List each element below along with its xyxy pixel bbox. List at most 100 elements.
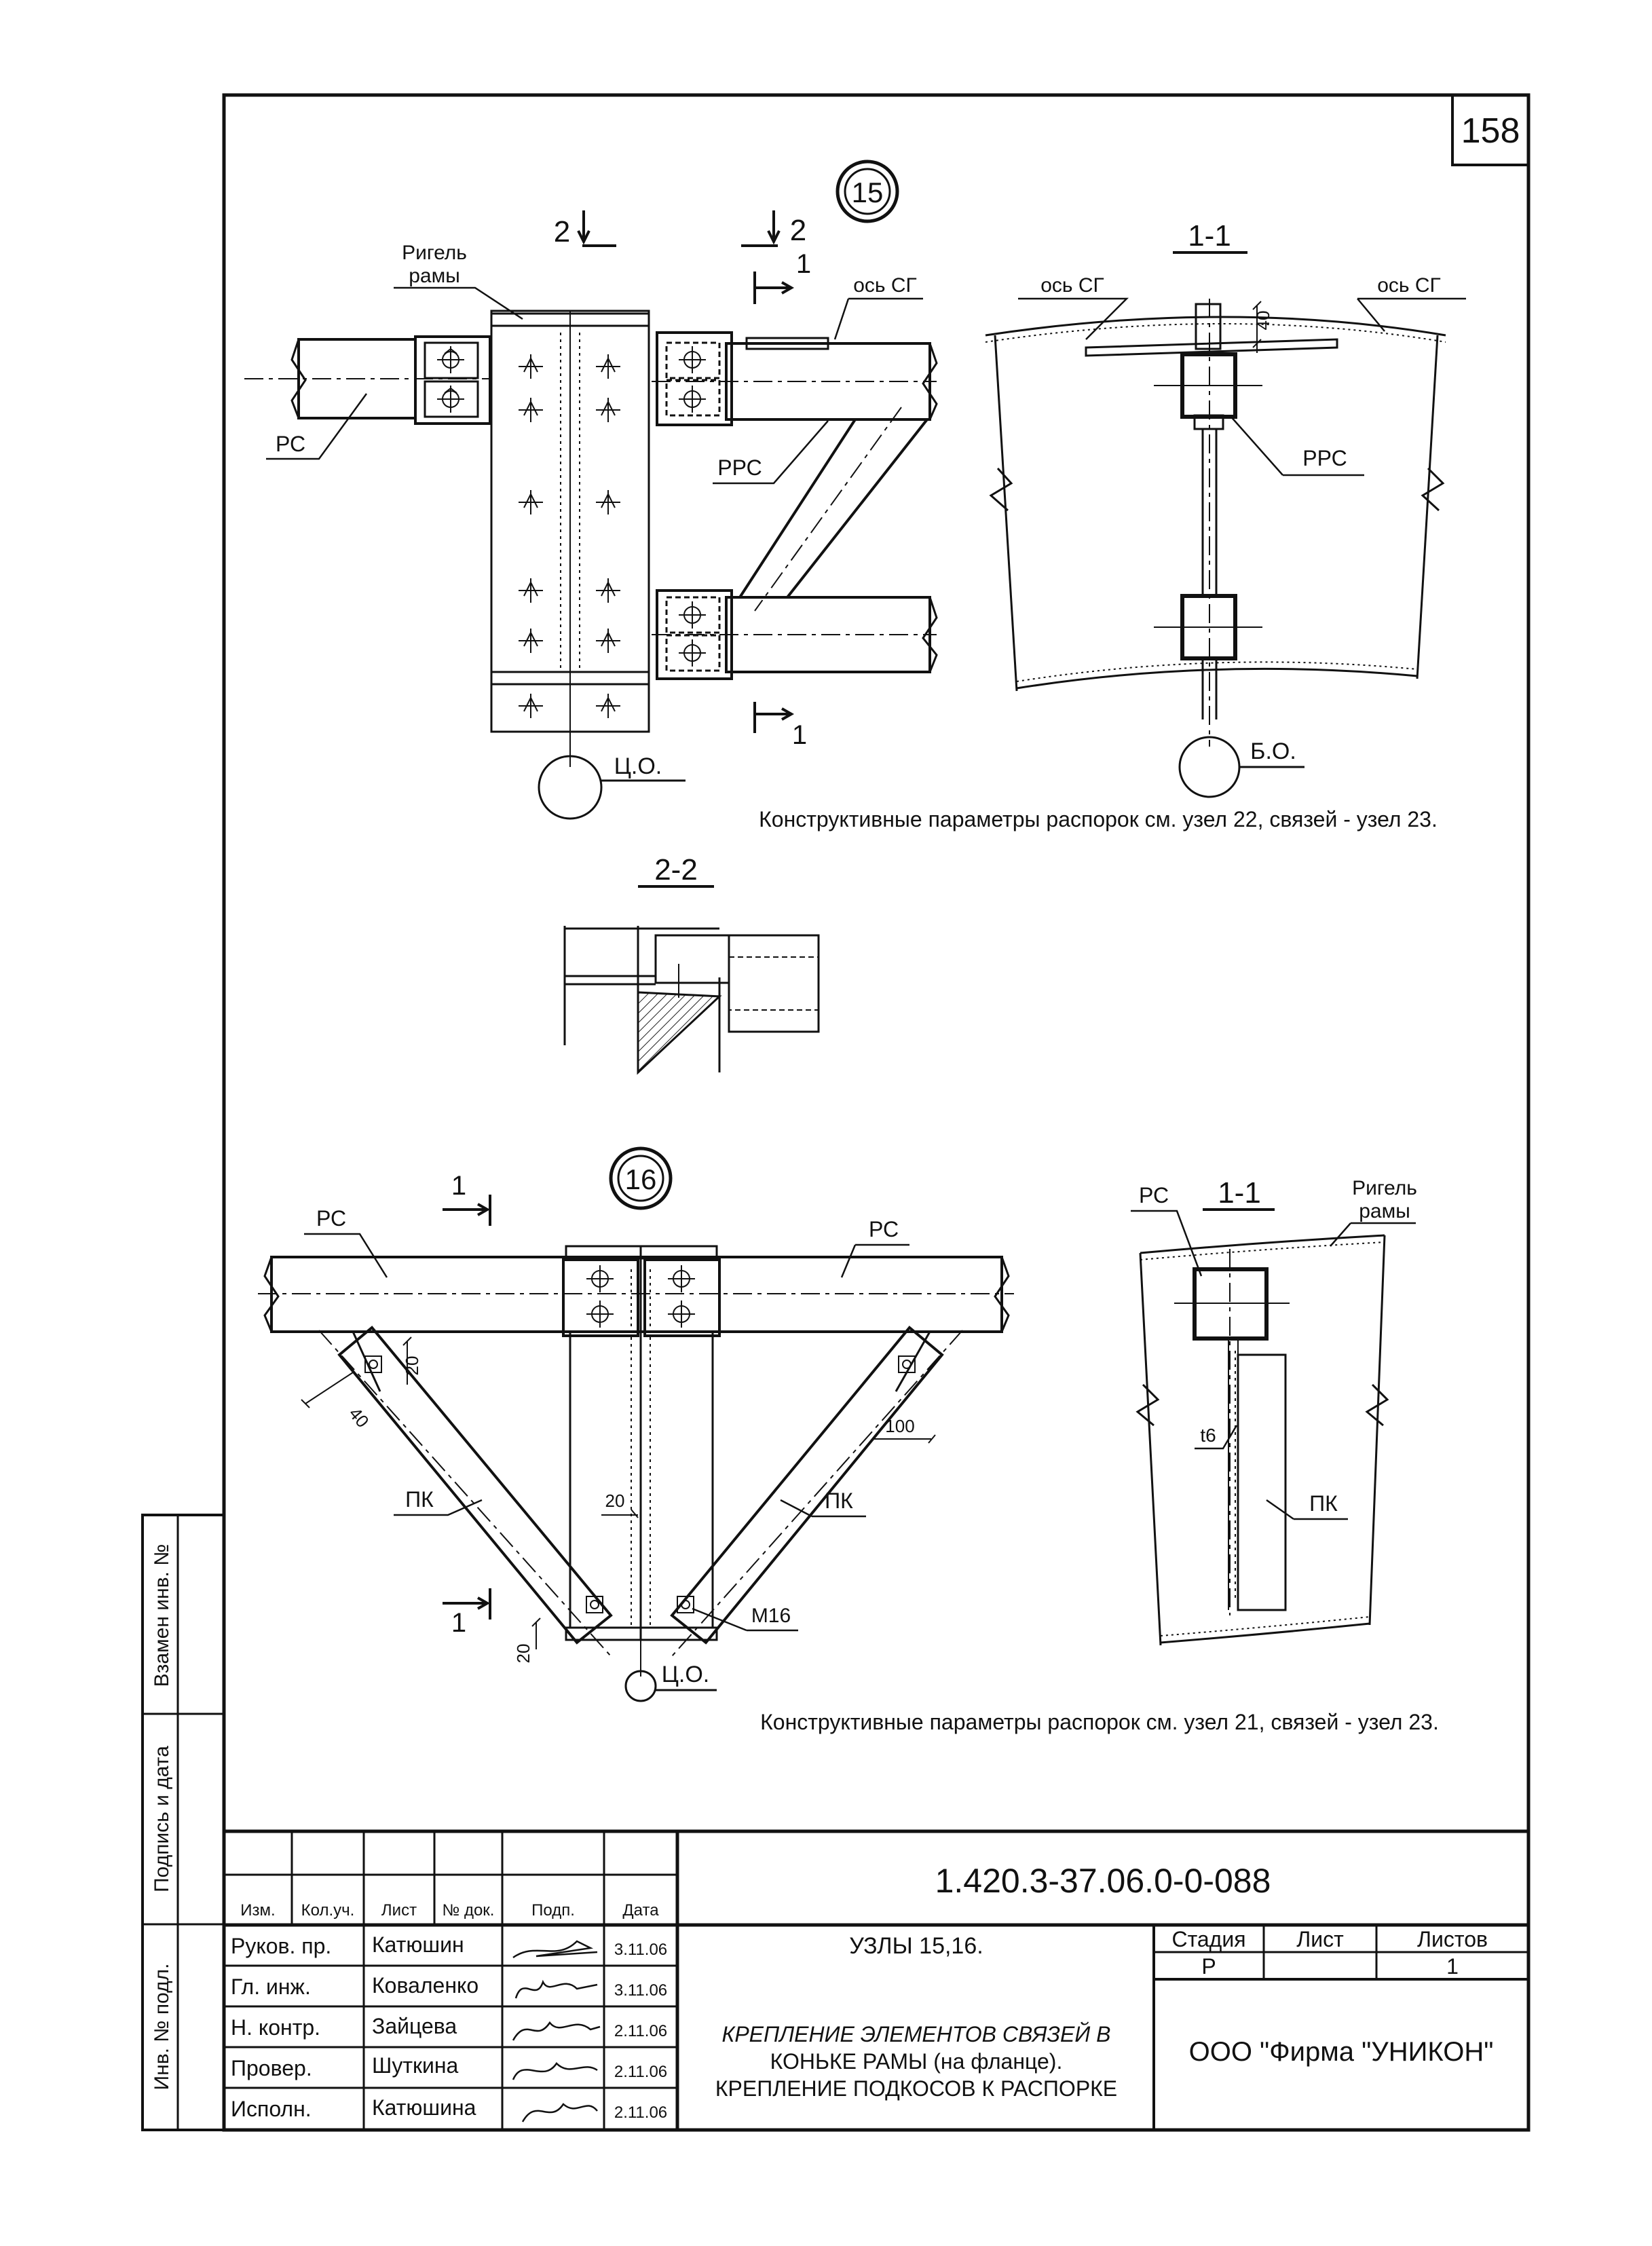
- row3-date: 2.11.06: [614, 2022, 667, 2040]
- row2-role: Гл. инж.: [231, 1974, 311, 1999]
- section11b-label-rs: РС: [1139, 1183, 1169, 1208]
- side-stamp-zamen: Взамен инв. №: [151, 1544, 173, 1687]
- node16-section1-top: 1: [451, 1171, 466, 1201]
- section11a-label-rrs: РРС: [1302, 446, 1347, 470]
- sheet-number: 158: [1461, 111, 1520, 151]
- node15-section1-top: 1: [796, 249, 811, 279]
- row1-name: Катюшин: [372, 1932, 464, 1957]
- node16-dim-100: 100: [885, 1416, 914, 1436]
- node15-label-os-sg: ось СГ: [853, 274, 917, 297]
- row4-date: 2.11.06: [614, 2063, 667, 2081]
- col-ndok: № док.: [443, 1901, 495, 1920]
- company-name: ООО "Фирма "УНИКОН": [1189, 2037, 1494, 2067]
- col-list: Лист: [381, 1901, 417, 1920]
- node15-label-co: Ц.О.: [614, 753, 662, 779]
- node15-section2-right: 2: [790, 214, 806, 247]
- node16-dim-20b: 20: [605, 1491, 625, 1511]
- node16-section1-bottom: 1: [451, 1608, 466, 1638]
- node16-label-rs-right: РС: [869, 1217, 899, 1241]
- node15-badge: [836, 160, 899, 223]
- section11a-label-bo: Б.О.: [1250, 738, 1296, 764]
- section22-annotations: 2-2: [638, 853, 714, 888]
- title-block: [224, 1829, 1528, 2130]
- stadia-label: Стадия: [1171, 1927, 1245, 1951]
- section11a-title: 1-1: [1188, 219, 1231, 252]
- section11a-os-sg-left: ось СГ: [1040, 274, 1104, 297]
- sheet-number-box: 158: [1451, 95, 1528, 166]
- node16-note: Конструктивные параметры распорок см. уз…: [760, 1710, 1439, 1734]
- node16-label-m16: М16: [751, 1605, 791, 1627]
- section11b-title: 1-1: [1218, 1176, 1261, 1210]
- node15-section2-left: 2: [554, 215, 570, 248]
- row1-date: 3.11.06: [614, 1941, 667, 1959]
- section11b-label-rigel-1: Ригель: [1352, 1177, 1417, 1199]
- row2-name: Коваленко: [372, 1973, 478, 1998]
- row4-role: Провер.: [231, 2056, 312, 2080]
- row3-name: Зайцева: [372, 2014, 457, 2038]
- node16-number: 16: [625, 1163, 657, 1195]
- col-kolu: Кол.уч.: [301, 1901, 355, 1920]
- section11b-label-pk: ПК: [1309, 1491, 1338, 1516]
- node15-label-rrs: РРС: [717, 455, 762, 480]
- title-line2: КРЕПЛЕНИЕ ЭЛЕМЕНТОВ СВЯЗЕЙ В: [721, 2022, 1110, 2046]
- node15-plan: [244, 310, 938, 820]
- title-line3: КОНЬКЕ РАМЫ (на фланце).: [770, 2049, 1063, 2074]
- title-block-text: 1.420.3-37.06.0-0-088 Изм. Кол.уч. Лист …: [231, 1862, 1493, 2122]
- section11b-annotations: 1-1 РС Ригель рамы t6 ПК: [1131, 1176, 1417, 1520]
- section11a-annotations: 1-1 ось СГ ось СГ 40 РРС Б.О.: [1018, 219, 1466, 764]
- row1-role: Руков. пр.: [231, 1934, 331, 1958]
- node16-label-co: Ц.О.: [662, 1662, 710, 1687]
- node16-label-pk-right: ПК: [825, 1489, 853, 1513]
- listov-label: Листов: [1417, 1927, 1488, 1951]
- node15-annotations: 15 2 2 1 1 Ригель рамы ось СГ РС РРС Ц.О…: [266, 160, 1438, 831]
- side-stamp-inv: Инв. № подл.: [151, 1964, 173, 2091]
- section22-title: 2-2: [654, 853, 698, 886]
- signature-1: [512, 1940, 598, 1959]
- node15-note: Конструктивные параметры распорок см. уз…: [759, 807, 1438, 831]
- node15-bolts: [437, 346, 706, 718]
- doc-code: 1.420.3-37.06.0-0-088: [935, 1862, 1271, 1900]
- node16-badge: [609, 1146, 673, 1210]
- section11a-os-sg-right: ось СГ: [1377, 274, 1441, 297]
- node16-dim-20a: 20: [402, 1356, 422, 1376]
- row5-date: 2.11.06: [614, 2103, 667, 2122]
- listov-value: 1: [1446, 1954, 1459, 1979]
- section11b-label-t6: t6: [1200, 1425, 1216, 1446]
- node15-number: 15: [852, 176, 884, 208]
- row4-name: Шуткина: [372, 2053, 459, 2078]
- section22: [563, 926, 820, 1075]
- signature-3: [512, 2021, 601, 2041]
- row3-role: Н. контр.: [231, 2015, 320, 2040]
- node15-label-rs: РС: [276, 432, 305, 456]
- col-data: Дата: [622, 1901, 659, 1920]
- title-line1: УЗЛЫ 15,16.: [849, 1933, 983, 1959]
- signature-4: [512, 2062, 598, 2080]
- col-podp: Подп.: [531, 1901, 575, 1920]
- node15-section1-bottom: 1: [792, 720, 807, 750]
- node16-dim-40: 40: [345, 1403, 373, 1431]
- section11b: [1135, 1234, 1389, 1646]
- stadia-value: Р: [1201, 1954, 1216, 1979]
- node15-label-rigel-2: рамы: [409, 265, 460, 287]
- signature-2: [514, 1979, 598, 1999]
- section11a-dim-40: 40: [1253, 311, 1273, 331]
- list-label: Лист: [1296, 1927, 1344, 1951]
- title-line4: КРЕПЛЕНИЕ ПОДКОСОВ К РАСПОРКЕ: [715, 2076, 1117, 2101]
- col-izm: Изм.: [240, 1901, 275, 1920]
- sheet-frame: [222, 93, 1531, 2132]
- side-stamp: Взамен инв. № Подпись и дата Инв. № подл…: [141, 1514, 225, 2131]
- node16-bolts: [364, 1265, 916, 1613]
- node16-label-rs-left: РС: [316, 1206, 346, 1231]
- row2-date: 3.11.06: [614, 1981, 667, 2000]
- row5-name: Катюшина: [372, 2095, 476, 2120]
- node16-dim-20c: 20: [513, 1644, 533, 1664]
- node16-label-pk-left: ПК: [405, 1487, 434, 1512]
- node16-plan: [258, 1245, 1014, 1702]
- side-stamp-podpis: Подпись и дата: [151, 1746, 173, 1892]
- row5-role: Исполн.: [231, 2097, 312, 2121]
- node16-annotations: 16 1 1 РС РС 20 40 100 20 20 ПК ПК М16 Ц…: [301, 1146, 1439, 1734]
- section11b-label-rigel-2: рамы: [1359, 1200, 1410, 1222]
- node15-label-rigel-1: Ригель: [402, 242, 467, 264]
- section11a: [985, 299, 1446, 798]
